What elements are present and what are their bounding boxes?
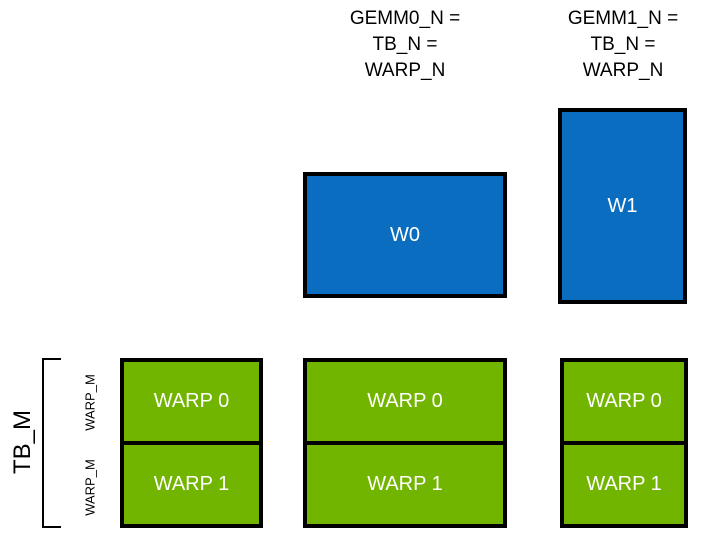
warp-m-label-bottom: WARP_M xyxy=(82,459,98,516)
green-cell-warp-1: WARP 1 xyxy=(564,441,684,524)
green-cell-label: WARP 1 xyxy=(367,473,443,495)
warp-m-label-top: WARP_M xyxy=(82,374,98,431)
green-cell-warp-0: WARP 0 xyxy=(564,362,684,441)
green-cell-label: WARP 0 xyxy=(367,390,443,412)
green-cell-warp-0: WARP 0 xyxy=(307,362,503,441)
blue-tile-w1: W1 xyxy=(558,108,687,304)
green-cell-warp-1: WARP 1 xyxy=(124,441,259,524)
green-cell-label: WARP 0 xyxy=(153,390,230,412)
blue-tile-w0-label: W0 xyxy=(390,223,420,246)
green-cell-label: WARP 0 xyxy=(586,390,662,412)
blue-tile-w0: W0 xyxy=(303,172,507,298)
green-column-1: WARP 0 WARP 1 xyxy=(303,358,507,528)
column-header-gemm0: GEMM0_N = TB_N = WARP_N xyxy=(349,8,461,81)
green-cell-label: WARP 1 xyxy=(153,473,230,495)
green-cell-warp-1: WARP 1 xyxy=(307,441,503,524)
blue-tile-w1-label: W1 xyxy=(607,194,638,217)
green-column-0: WARP 0 WARP 1 xyxy=(120,358,263,528)
column-header-gemm1: GEMM1_N = TB_N = WARP_N xyxy=(567,8,679,81)
tb-m-bracket xyxy=(42,358,61,528)
green-column-2: WARP 0 WARP 1 xyxy=(560,358,688,528)
green-cell-label: WARP 1 xyxy=(586,473,662,495)
tb-m-label: TB_M xyxy=(9,410,36,475)
green-cell-warp-0: WARP 0 xyxy=(124,362,259,441)
